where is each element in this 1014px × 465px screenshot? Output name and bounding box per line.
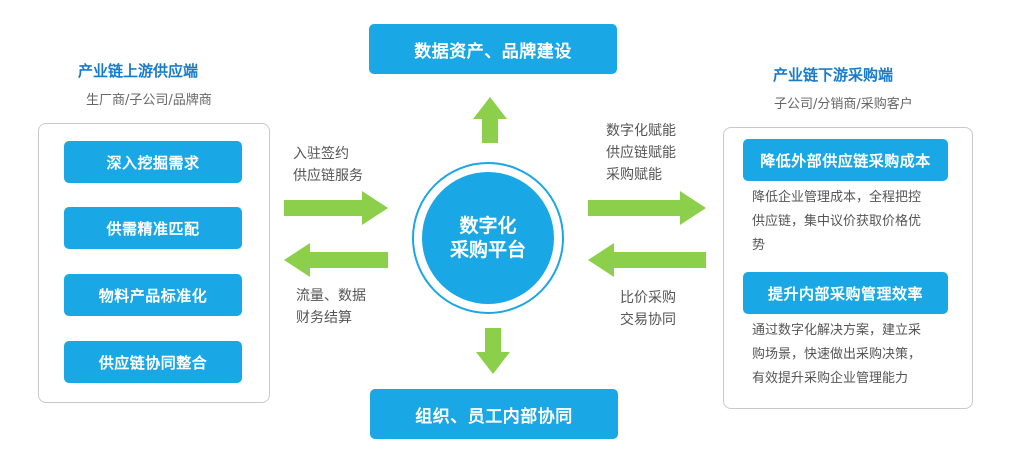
downstream-desc: 降低企业管理成本，全程把控 供应链，集中议价获取价格优 势 [752, 186, 967, 258]
flow-label-right-bottom: 比价采购 交易协同 [620, 287, 676, 331]
upstream-title: 产业链上游供应端 [78, 62, 199, 80]
flow-text: 财务结算 [296, 310, 352, 326]
top-box: 数据资产、品牌建设 [369, 24, 617, 74]
desc-line: 通过数字化解决方案，建立采 [752, 323, 922, 338]
platform-title-line2: 采购平台 [449, 239, 526, 261]
upstream-item: 供需精准匹配 [64, 207, 242, 249]
downstream-desc: 通过数字化解决方案，建立采 购场景，快速做出采购决策， 有效提升采购企业管理能力 [752, 319, 967, 391]
upstream-item: 物料产品标准化 [64, 274, 242, 316]
flow-text: 供应链赋能 [606, 145, 676, 161]
upstream-subtitle: 生厂商/子公司/品牌商 [86, 93, 212, 108]
flow-text: 采购赋能 [606, 167, 662, 183]
flow-text: 交易协同 [620, 312, 676, 328]
desc-line: 供应链，集中议价获取价格优 [752, 214, 922, 229]
arrow-down-icon [476, 328, 510, 374]
flow-text: 比价采购 [620, 290, 676, 306]
desc-line: 有效提升采购企业管理能力 [752, 371, 909, 386]
upstream-item: 深入挖掘需求 [64, 141, 242, 183]
flow-label-left-top: 入驻签约 供应链服务 [293, 143, 363, 187]
desc-line: 降低企业管理成本，全程把控 [752, 190, 922, 205]
bottom-box: 组织、员工内部协同 [370, 389, 618, 439]
arrow-right-icon [284, 191, 388, 225]
upstream-item: 供应链协同整合 [64, 341, 242, 383]
downstream-subtitle: 子公司/分销商/采购客户 [774, 97, 913, 112]
arrow-right-icon [588, 191, 706, 225]
platform-title-line1: 数字化 [459, 215, 517, 237]
platform-circle: 数字化 采购平台 [422, 172, 554, 304]
arrow-up-icon [473, 97, 507, 143]
flow-label-left-bottom: 流量、数据 财务结算 [296, 285, 366, 329]
arrow-left-icon [284, 243, 388, 277]
downstream-title: 产业链下游采购端 [773, 66, 894, 84]
desc-line: 购场景，快速做出采购决策， [752, 347, 922, 362]
flow-text: 流量、数据 [296, 288, 366, 304]
flow-text: 供应链服务 [293, 168, 363, 184]
platform-ring [412, 162, 564, 314]
downstream-heading: 降低外部供应链采购成本 [743, 139, 948, 181]
flow-label-right-top: 数字化赋能 供应链赋能 采购赋能 [606, 120, 676, 186]
downstream-heading: 提升内部采购管理效率 [743, 272, 948, 314]
desc-line: 势 [752, 238, 766, 253]
arrow-left-icon [588, 243, 706, 277]
flow-text: 数字化赋能 [606, 123, 676, 139]
flow-text: 入驻签约 [293, 146, 349, 162]
